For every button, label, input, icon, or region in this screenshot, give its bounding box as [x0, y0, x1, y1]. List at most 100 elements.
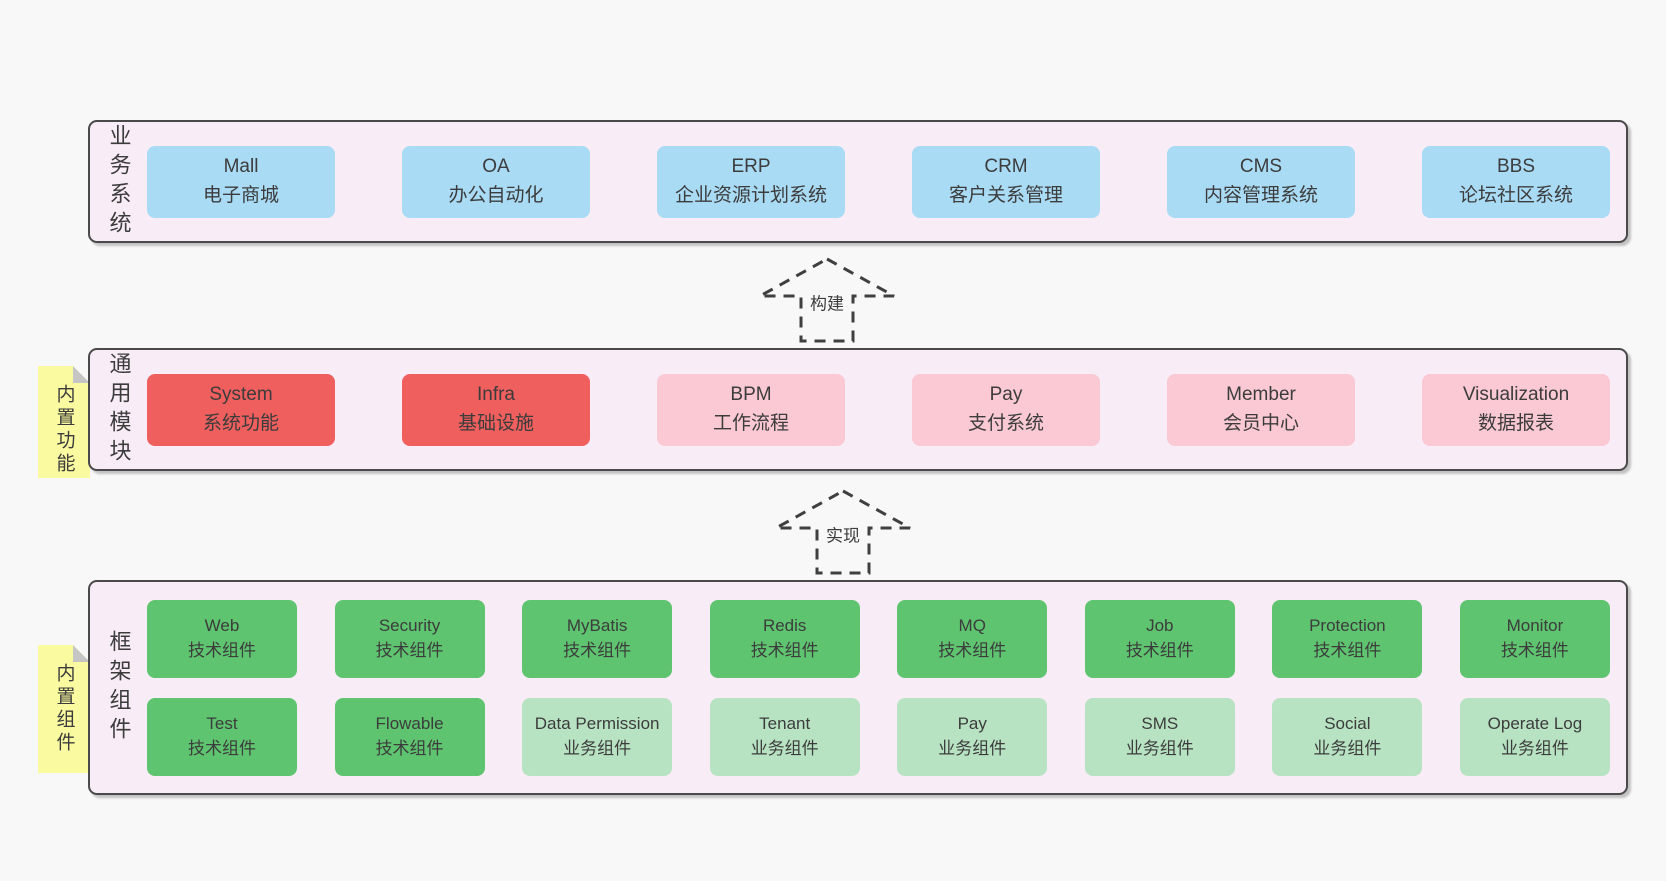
box-operate-log: Operate Log 业务组件	[1459, 697, 1610, 776]
box-title: Web	[204, 615, 240, 635]
modules-boxes-row: System 系统功能 Infra 基础设施 BPM 工作流程 Pay 支付系统…	[147, 350, 1626, 469]
box-title: Test	[206, 713, 238, 733]
box-title: MyBatis	[566, 615, 628, 635]
box-system: System 系统功能	[147, 373, 335, 446]
box-subtitle: 办公自动化	[448, 184, 544, 206]
box-subtitle: 业务组件	[563, 738, 632, 758]
arrow-label: 构建	[807, 289, 847, 315]
box-title: System	[209, 384, 273, 405]
box-subtitle: 技术组件	[375, 738, 444, 758]
box-subtitle: 业务组件	[1500, 738, 1569, 758]
box-subtitle: 业务组件	[1125, 738, 1194, 758]
box-subtitle: 支付系统	[967, 412, 1044, 434]
box-bbs: BBS 论坛社区系统	[1422, 145, 1610, 218]
box-infra: Infra 基础设施	[402, 373, 590, 446]
sticky-label: 内置组件	[53, 663, 75, 755]
box-subtitle: 基础设施	[457, 412, 534, 434]
box-crm: CRM 客户关系管理	[912, 145, 1100, 218]
business-boxes-row: Mall 电子商城 OA 办公自动化 ERP 企业资源计划系统 CRM 客户关系…	[147, 122, 1626, 241]
box-subtitle: 业务组件	[750, 738, 819, 758]
box-title: MQ	[958, 615, 986, 635]
box-title: Tenant	[759, 713, 811, 733]
up-block-arrow-icon	[775, 489, 911, 575]
box-subtitle: 技术组件	[188, 640, 256, 660]
box-social: Social 业务组件	[1272, 697, 1423, 776]
box-title: Member	[1226, 384, 1296, 405]
box-subtitle: 企业资源计划系统	[674, 184, 827, 206]
common-modules-panel: 通用模块 System 系统功能 Infra 基础设施 BPM 工作流程 Pay…	[88, 348, 1628, 471]
box-oa: OA 办公自动化	[402, 145, 590, 218]
box-cms: CMS 内容管理系统	[1167, 145, 1355, 218]
box-subtitle: 技术组件	[938, 640, 1007, 660]
box-subtitle: 技术组件	[375, 640, 444, 660]
box-title: Mall	[223, 156, 259, 177]
box-redis: Redis 技术组件	[709, 599, 860, 678]
box-title: Social	[1324, 713, 1371, 733]
box-title: Pay	[957, 713, 987, 733]
box-title: CRM	[984, 156, 1028, 177]
business-systems-panel: 业务系统 Mall 电子商城 OA 办公自动化 ERP 企业资源计划系统 CRM…	[88, 120, 1628, 243]
box-subtitle: 业务组件	[938, 738, 1007, 758]
box-title: ERP	[731, 156, 771, 177]
arrow-build: 构建	[757, 256, 897, 344]
box-subtitle: 技术组件	[188, 738, 256, 758]
box-subtitle: 会员中心	[1222, 412, 1299, 434]
arrow-implement: 实现	[773, 488, 913, 576]
box-title: Job	[1146, 615, 1174, 635]
box-title: Monitor	[1506, 615, 1564, 635]
sticky-label: 内置功能	[53, 384, 75, 476]
box-subtitle: 业务组件	[1313, 738, 1382, 758]
box-security: Security 技术组件	[334, 599, 485, 678]
framework-components-panel: 框架组件 Web 技术组件 Security 技术组件 MyBatis 技术组件…	[88, 580, 1628, 795]
box-erp: ERP 企业资源计划系统	[657, 145, 845, 218]
box-subtitle: 技术组件	[750, 640, 819, 660]
box-subtitle: 数据报表	[1477, 412, 1554, 434]
box-title: Data Permission	[534, 713, 660, 733]
box-mall: Mall 电子商城	[147, 145, 335, 218]
box-title: Redis	[762, 615, 807, 635]
box-subtitle: 技术组件	[1125, 640, 1194, 660]
box-job: Job 技术组件	[1084, 599, 1235, 678]
sticky-note-builtin-components: 内置组件	[38, 645, 90, 773]
box-title: Infra	[476, 384, 516, 405]
box-title: Protection	[1309, 615, 1386, 635]
arrow-label: 实现	[823, 521, 863, 547]
panel-label-modules: 通用模块	[106, 351, 132, 468]
up-block-arrow-icon	[759, 257, 895, 343]
box-data-permission: Data Permission 业务组件	[522, 697, 673, 776]
box-mq: MQ 技术组件	[897, 599, 1048, 678]
box-title: CMS	[1239, 156, 1283, 177]
box-subtitle: 论坛社区系统	[1458, 184, 1573, 206]
box-sms: SMS 业务组件	[1084, 697, 1235, 776]
box-member: Member 会员中心	[1167, 373, 1355, 446]
box-subtitle: 内容管理系统	[1203, 184, 1318, 206]
box-web: Web 技术组件	[147, 599, 297, 678]
box-title: Visualization	[1462, 384, 1570, 405]
box-title: Flowable	[375, 713, 444, 733]
panel-label-framework: 框架组件	[106, 629, 132, 746]
framework-row-2: Test 技术组件 Flowable 技术组件 Data Permission …	[147, 697, 1610, 776]
box-subtitle: 技术组件	[1313, 640, 1382, 660]
box-subtitle: 工作流程	[712, 412, 789, 434]
box-subtitle: 技术组件	[1500, 640, 1569, 660]
box-bpm: BPM 工作流程	[657, 373, 845, 446]
box-title: SMS	[1141, 713, 1179, 733]
box-mybatis: MyBatis 技术组件	[522, 599, 673, 678]
panel-label-business: 业务系统	[106, 123, 132, 240]
box-protection: Protection 技术组件	[1272, 599, 1423, 678]
box-title: OA	[482, 156, 510, 177]
box-subtitle: 客户关系管理	[948, 184, 1063, 206]
box-title: BBS	[1496, 156, 1536, 177]
box-subtitle: 技术组件	[563, 640, 632, 660]
box-title: Security	[378, 615, 441, 635]
box-title: Pay	[989, 384, 1023, 405]
box-test: Test 技术组件	[147, 697, 297, 776]
box-subtitle: 系统功能	[202, 412, 279, 434]
box-flowable: Flowable 技术组件	[334, 697, 485, 776]
box-visualization: Visualization 数据报表	[1422, 373, 1610, 446]
box-monitor: Monitor 技术组件	[1459, 599, 1610, 678]
sticky-note-builtin-features: 内置功能	[38, 366, 90, 478]
box-pay: Pay 业务组件	[897, 697, 1048, 776]
framework-row-1: Web 技术组件 Security 技术组件 MyBatis 技术组件 Redi…	[147, 599, 1610, 678]
